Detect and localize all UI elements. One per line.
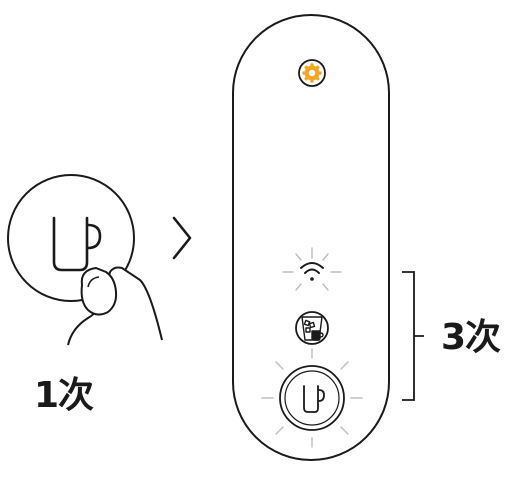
brew-button-outer-ring	[279, 365, 345, 431]
brew-button[interactable]	[261, 348, 363, 448]
iced-coffee-button[interactable]	[295, 311, 329, 345]
press-once-label: 1次	[34, 375, 94, 416]
settings-button[interactable]	[298, 59, 326, 87]
wifi-blink-rays	[282, 247, 342, 291]
coffee-cup-icon	[52, 216, 102, 272]
iced-coffee-icon	[301, 316, 324, 341]
brew-glow-rays	[261, 348, 363, 448]
gear-icon	[302, 63, 322, 83]
wifi-icon	[300, 262, 324, 281]
blink-three-times-label: 3次	[441, 317, 501, 358]
press-button-illustration	[7, 174, 163, 346]
control-panel	[232, 14, 390, 461]
finger-icon	[67, 266, 163, 346]
chevron-right-icon	[172, 216, 192, 260]
standalone-brew-button	[7, 174, 135, 302]
wifi-indicator	[282, 247, 342, 291]
coffee-cup-icon	[303, 385, 325, 413]
right-bracket-icon	[402, 271, 424, 401]
brew-button-inner-ring	[284, 370, 340, 426]
control-panel-outline	[232, 14, 390, 461]
